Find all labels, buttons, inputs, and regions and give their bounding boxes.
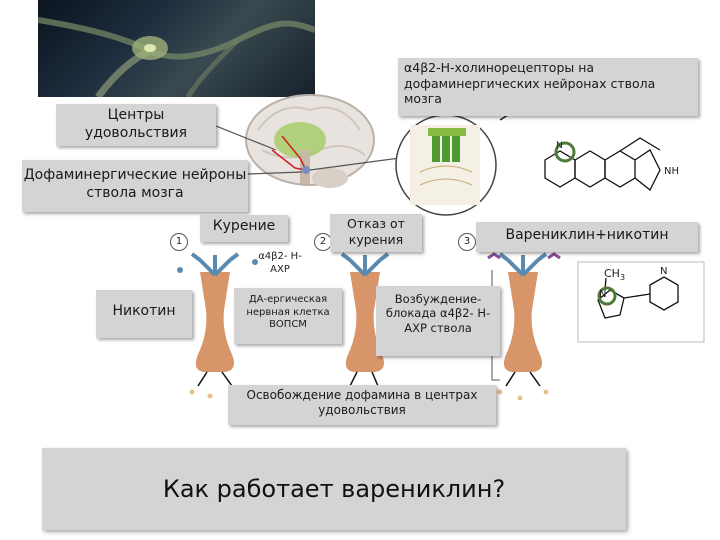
pleasure-centers-label: Центры удовольствия (56, 104, 216, 146)
varenicline-structure (544, 137, 661, 192)
neuron-1 (177, 252, 258, 372)
neuron-photo-art (38, 17, 315, 97)
da-cell-label: ДА-ергическая нервная клетка ВОПСМ (234, 288, 342, 344)
step-1-badge: 1 (170, 233, 188, 251)
receptor-zoom-circle (395, 114, 497, 216)
a4b2-receptor-label: α4β2- Н-АХР (258, 251, 302, 275)
receptors-label: α4β2-Н-холинорецепторы на дофаминергичес… (398, 58, 698, 116)
brain-illustration (245, 94, 375, 188)
nicotine-n-label: N (599, 289, 607, 300)
connector-centers (215, 125, 277, 151)
nicotine-label: Никотин (96, 290, 192, 338)
release-arrows (197, 371, 541, 387)
nicotine-pyridine-n-label: N (660, 266, 668, 277)
smoking-label: Курение (200, 215, 288, 242)
neuron-photo (38, 0, 315, 97)
connector-zoom (309, 157, 401, 171)
methyl-label: CH3 (604, 267, 626, 283)
dopamine-release-label: Освобождение дофамина в центрах удовольс… (228, 385, 496, 425)
slide-title-box: Как работает варениклин? (42, 448, 626, 530)
varenicline-n-label: N (556, 141, 563, 151)
nicotine-structure (577, 261, 705, 343)
varenicline-nh-label: NH (664, 166, 679, 177)
varenicline-nicotine-label: Варениклин+никотин (476, 222, 698, 252)
slide-title: Как работает варениклин? (162, 475, 506, 503)
connector-da (247, 171, 303, 175)
quitting-label: Отказ от курения (330, 214, 422, 252)
neuron-2 (340, 252, 390, 372)
excitation-block-label: Возбуждение-блокада α4β2- Н-АХР ствола (376, 286, 500, 356)
dopaminergic-neurons-label: Дофаминергические нейроны ствола мозга (22, 160, 248, 212)
step-3-badge: 3 (458, 233, 476, 251)
